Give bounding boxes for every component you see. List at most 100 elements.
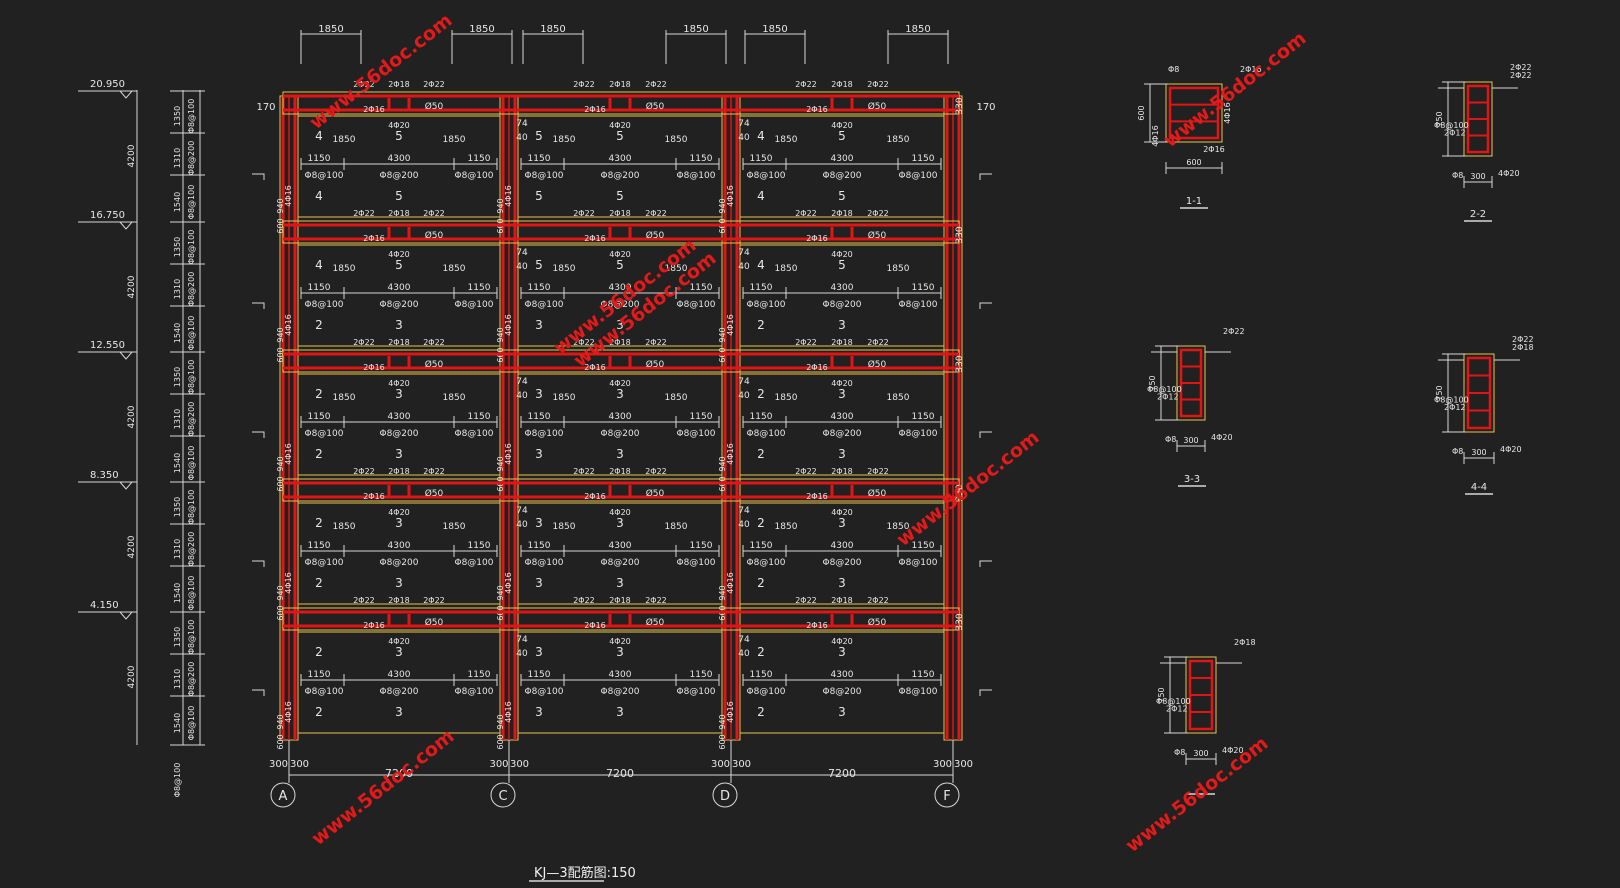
top-length-label: 1850 (333, 522, 356, 532)
mid-length-label: 4300 (388, 670, 411, 680)
bar-mark: 2 (315, 318, 323, 332)
grid-bubble (934, 782, 960, 808)
beam-top-bar-label: 2Φ22 (867, 209, 889, 218)
support-length-label: 1150 (912, 670, 935, 680)
joint-label: 40 (516, 133, 528, 143)
top-dimension-label: 1850 (905, 24, 930, 35)
column-bar-label: 4Φ16 (284, 701, 293, 723)
bar-mark: 3 (395, 387, 403, 401)
support-length-label: 1150 (308, 283, 331, 293)
column-bar-label: 4Φ16 (726, 701, 735, 723)
column-zone-label: 940 (496, 456, 505, 471)
joint-label: 40 (738, 649, 750, 659)
beam-mid-bar-label: 2Φ16 (584, 621, 606, 630)
bay-span-label: 7200 (385, 767, 413, 780)
section-top-bar-label: 2Φ18 (1234, 638, 1256, 647)
bar-mark: 3 (535, 387, 543, 401)
stirrup-end-label: Φ8@100 (677, 429, 716, 439)
bar-mark: 5 (616, 258, 624, 272)
beam-top-bar-label: 2Φ22 (353, 80, 375, 89)
beam-gap-label: Ø50 (646, 230, 665, 241)
section-height-label: 750 (1435, 385, 1444, 400)
zone-stirrup-label: Φ8@100 (187, 446, 196, 481)
beam-top-bar-label: 2Φ22 (867, 338, 889, 347)
beam-top-bar-label: 2Φ22 (423, 467, 445, 476)
bar-mark: 5 (616, 189, 624, 203)
top-dimension-label: 1850 (469, 24, 494, 35)
stirrup-mid-label: Φ8@200 (380, 687, 419, 697)
joint-label: 74 (738, 506, 750, 516)
column-zone-label: 600 (276, 734, 285, 749)
beam-top-bar-label: 2Φ22 (645, 467, 667, 476)
bar-mark: 3 (838, 387, 846, 401)
beam-top-bar-label: 2Φ18 (388, 209, 410, 218)
zone-length-label: 1350 (173, 106, 182, 126)
joint-label: 74 (516, 506, 528, 516)
support-length-label: 1150 (912, 412, 935, 422)
beam-bottom-bar-label: 4Φ20 (609, 508, 631, 517)
column-bar-label: 4Φ16 (726, 572, 735, 594)
beam-gap-label: Ø50 (425, 101, 444, 112)
elevation-marker (119, 221, 133, 230)
bar-mark: 4 (315, 129, 323, 143)
stirrup-end-label: Φ8@100 (455, 558, 494, 568)
column-zone-label: 940 (718, 585, 727, 600)
section-outline (1463, 353, 1495, 433)
beam-top-bar-label: 2Φ22 (795, 467, 817, 476)
section-waist-label: 2Φ12 (1157, 392, 1179, 401)
section-name: 4-4 (1471, 482, 1487, 493)
bar-mark: 4 (757, 258, 765, 272)
bar-mark: 5 (395, 258, 403, 272)
zone-stirrup-label: Φ8@100 (187, 360, 196, 395)
section-bottom-bar-label: 4Φ20 (1211, 433, 1233, 442)
elevation-label: 16.750 (90, 210, 125, 221)
beam-gap-label: Ø50 (868, 359, 887, 370)
column-bar-label: 4Φ16 (284, 572, 293, 594)
stirrup-mid-label: Φ8@200 (601, 429, 640, 439)
support-length-label: 1150 (468, 154, 491, 164)
joint-label: 40 (516, 520, 528, 530)
watermark-text: www.56doc.com (1160, 27, 1311, 152)
beam-top-bar-label: 2Φ22 (645, 209, 667, 218)
support-length-label: 1150 (690, 541, 713, 551)
section-cut-marker (979, 431, 992, 438)
stirrup-end-label: Φ8@100 (899, 429, 938, 439)
section-bottom-bar-label: 4Φ20 (1500, 445, 1522, 454)
bar-mark: 3 (616, 645, 624, 659)
beam-top-bar-label: 2Φ22 (645, 338, 667, 347)
elevation-label: 12.550 (90, 340, 125, 351)
support-length-label: 1150 (468, 670, 491, 680)
top-length-label: 1850 (775, 264, 798, 274)
grid-axis-label: A (279, 789, 288, 804)
column-bar-label: 4Φ16 (504, 572, 513, 594)
section-height-label: 600 (1137, 105, 1146, 120)
column-zone-label: 940 (276, 585, 285, 600)
bar-mark: 2 (757, 645, 765, 659)
stirrup-end-label: Φ8@100 (525, 558, 564, 568)
beam-end-length-label: 170 (976, 102, 995, 113)
section-leg-label: Φ8 (1174, 748, 1185, 757)
beam-hanger-rebar (387, 356, 411, 370)
section-outline (1185, 656, 1217, 734)
beam-hanger-rebar (608, 227, 632, 241)
beam-outline (282, 220, 960, 244)
section-outline (1165, 83, 1223, 143)
column-zone-label: 600 (276, 476, 285, 491)
beam-mid-bar-label: 2Φ16 (806, 363, 828, 372)
grid-bubble (712, 782, 738, 808)
top-length-label: 1850 (665, 522, 688, 532)
bar-mark: 5 (838, 129, 846, 143)
beam-top-bar-label: 2Φ18 (388, 338, 410, 347)
section-side-bar-label: 4Φ16 (1151, 125, 1160, 147)
bar-mark: 2 (315, 387, 323, 401)
stirrup-mid-label: Φ8@200 (601, 300, 640, 310)
section-leg-label: Φ8 (1452, 171, 1463, 180)
grid-axis-label: C (498, 789, 507, 804)
bar-mark: 3 (395, 705, 403, 719)
section-height-label: 750 (1435, 111, 1444, 126)
beam-bottom-bar-label: 4Φ20 (388, 121, 410, 130)
column-bar-label: 4Φ16 (726, 314, 735, 336)
beam-top-bar-label: 2Φ22 (573, 596, 595, 605)
top-length-label: 1850 (553, 135, 576, 145)
